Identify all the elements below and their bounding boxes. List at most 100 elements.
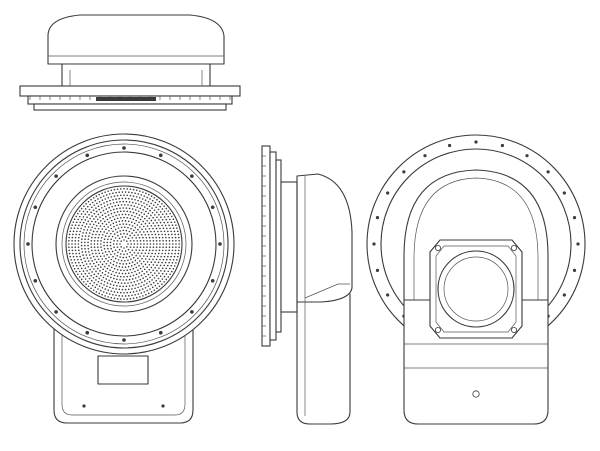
top-view-flange-lower bbox=[33, 103, 227, 111]
grille-hole bbox=[103, 202, 105, 204]
grille-hole bbox=[119, 256, 121, 258]
grille-hole bbox=[101, 272, 104, 274]
grille-hole bbox=[165, 267, 168, 270]
grille-hole bbox=[157, 224, 160, 227]
grille-hole bbox=[120, 204, 123, 206]
grille-hole bbox=[99, 225, 102, 227]
grille-hole bbox=[74, 240, 77, 242]
grille-hole bbox=[82, 221, 85, 224]
grille-hole bbox=[122, 223, 124, 225]
front-view-label-plate bbox=[97, 355, 149, 385]
grille-hole bbox=[117, 282, 120, 284]
grille-hole bbox=[69, 255, 72, 258]
grille-hole bbox=[154, 233, 157, 236]
grille-hole bbox=[119, 243, 121, 245]
grille-hole bbox=[118, 294, 121, 297]
grille-hole bbox=[94, 199, 97, 202]
grille-hole bbox=[130, 227, 132, 230]
grille-hole bbox=[97, 258, 100, 261]
side-view-flange-ticks bbox=[262, 155, 266, 337]
grille-hole bbox=[95, 291, 98, 293]
grille-hole bbox=[91, 279, 93, 282]
grille-hole bbox=[114, 249, 117, 251]
grille-hole bbox=[82, 275, 85, 278]
grille-hole bbox=[138, 289, 141, 292]
grille-hole bbox=[80, 207, 83, 210]
rear-view-plate-screw bbox=[434, 244, 441, 251]
grille-hole bbox=[140, 252, 143, 255]
grille-hole bbox=[91, 201, 94, 204]
grille-hole bbox=[130, 221, 133, 223]
grille-hole bbox=[164, 261, 167, 264]
grille-hole bbox=[171, 261, 174, 264]
grille-hole bbox=[109, 217, 111, 219]
grille-hole bbox=[118, 197, 121, 200]
grille-hole bbox=[149, 246, 152, 248]
grille-hole bbox=[157, 233, 160, 236]
grille-hole bbox=[142, 191, 144, 193]
grille-hole bbox=[159, 227, 161, 230]
grille-hole bbox=[136, 206, 139, 208]
grille-hole bbox=[110, 238, 113, 241]
grille-hole bbox=[109, 244, 112, 247]
grille-hole bbox=[87, 260, 90, 262]
grille-hole bbox=[91, 233, 94, 236]
grille-hole bbox=[138, 203, 140, 206]
grille-hole bbox=[114, 237, 117, 239]
grille-hole bbox=[87, 247, 90, 250]
grille-hole bbox=[121, 236, 124, 238]
grille-hole bbox=[73, 267, 76, 270]
grille-hole bbox=[156, 287, 158, 290]
grille-hole bbox=[135, 273, 138, 276]
grille-hole bbox=[151, 199, 154, 202]
grille-hole bbox=[119, 253, 122, 255]
grille-hole bbox=[102, 217, 104, 220]
grille-hole bbox=[132, 274, 135, 277]
grille-hole bbox=[120, 216, 122, 219]
grille-hole bbox=[156, 264, 158, 266]
grille-hole bbox=[150, 261, 153, 264]
grille-hole bbox=[107, 211, 109, 213]
grille-hole bbox=[174, 233, 176, 236]
grille-hole bbox=[172, 258, 175, 261]
grille-hole bbox=[178, 243, 180, 245]
grille-hole bbox=[133, 263, 136, 266]
grille-hole bbox=[171, 233, 173, 236]
flange-slot bbox=[96, 97, 156, 101]
grille-hole bbox=[139, 190, 141, 192]
grille-hole bbox=[118, 220, 121, 223]
grille-hole bbox=[159, 205, 161, 208]
grille-hole bbox=[131, 284, 134, 287]
grille-hole bbox=[127, 204, 129, 206]
grille-hole bbox=[161, 208, 164, 210]
grille-hole bbox=[118, 213, 121, 216]
grille-hole bbox=[117, 251, 119, 254]
grille-hole bbox=[98, 252, 101, 255]
grille-hole bbox=[149, 243, 152, 245]
grille-hole bbox=[88, 254, 91, 256]
grille-hole bbox=[126, 194, 128, 197]
grille-hole bbox=[152, 243, 155, 245]
mount-hole bbox=[500, 143, 504, 148]
grille-hole bbox=[77, 243, 80, 245]
grille-hole bbox=[93, 246, 96, 249]
grille-hole bbox=[68, 252, 71, 255]
grille-hole bbox=[146, 196, 148, 199]
grille-hole bbox=[92, 197, 95, 199]
grille-hole bbox=[108, 293, 111, 295]
grille-hole bbox=[107, 289, 110, 292]
grille-hole bbox=[95, 270, 97, 273]
grille-hole bbox=[159, 211, 162, 213]
grille-hole bbox=[135, 283, 137, 286]
grille-hole bbox=[106, 267, 109, 270]
grille-hole bbox=[107, 214, 110, 216]
mount-hole bbox=[386, 191, 390, 195]
grille-hole bbox=[78, 249, 80, 252]
grille-hole bbox=[124, 220, 127, 222]
grille-hole bbox=[96, 246, 99, 248]
side-view-flange-inner bbox=[275, 159, 282, 333]
grille-hole bbox=[139, 255, 141, 257]
grille-hole bbox=[75, 215, 77, 218]
grille-hole bbox=[143, 202, 145, 204]
grille-hole bbox=[97, 249, 100, 252]
